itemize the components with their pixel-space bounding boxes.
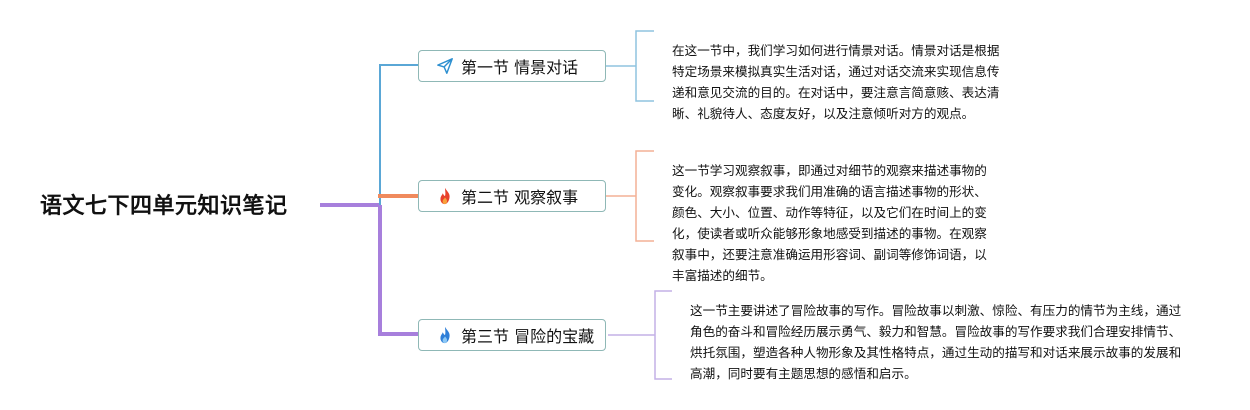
note-1-connector [606, 30, 654, 102]
topic-section-2[interactable]: 第二节 观察叙事 [418, 180, 606, 212]
topic-section-3-label: 第三节 冒险的宝藏 [461, 327, 595, 346]
mindmap-root-title[interactable]: 语文七下四单元知识笔记 [40, 194, 288, 219]
branch-3-connector [378, 205, 418, 336]
blue-flame-icon [435, 325, 455, 345]
note-section-1[interactable]: 在这一节中，我们学习如何进行情景对话。情景对话是根据特定场景来模拟真实生活对话，… [672, 43, 1000, 121]
note-section-2[interactable]: 这一节学习观察叙事，即通过对细节的观察来描述事物的变化。观察叙事要求我们用准确的… [672, 163, 987, 283]
topic-section-3[interactable]: 第三节 冒险的宝藏 [418, 319, 606, 351]
note-2-connector [606, 150, 654, 242]
paper-plane-icon [435, 56, 455, 76]
fire-icon [435, 186, 455, 206]
topic-section-1-label: 第一节 情景对话 [461, 58, 579, 77]
note-3-connector [608, 290, 672, 380]
branch-1-connector [379, 64, 418, 205]
topic-section-2-label: 第二节 观察叙事 [461, 188, 579, 207]
topic-section-1[interactable]: 第一节 情景对话 [418, 50, 606, 82]
note-section-3[interactable]: 这一节主要讲述了冒险故事的写作。冒险故事以刺激、惊险、有压力的情节为主线，通过角… [690, 303, 1182, 381]
